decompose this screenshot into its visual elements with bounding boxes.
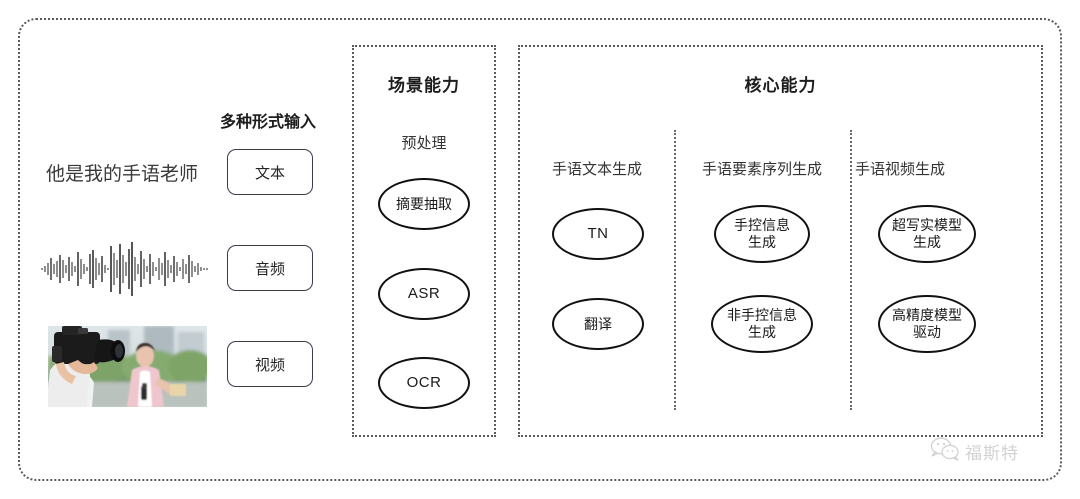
node-non-manual-feature-generation[interactable]: 非手控信息 生成 xyxy=(711,295,813,353)
node-tn[interactable]: TN xyxy=(552,208,644,260)
node-high-precision-model-driving[interactable]: 高精度模型 驱动 xyxy=(878,295,976,353)
watermark: 福斯特 xyxy=(930,437,1019,466)
column-header-preprocess: 预处理 xyxy=(401,135,447,152)
modality-box-text[interactable]: 文本 xyxy=(227,149,313,195)
panel-core: 核心能力 xyxy=(518,45,1043,437)
core-divider-1 xyxy=(674,130,676,410)
modality-box-video[interactable]: 视频 xyxy=(227,341,313,387)
outer-frame xyxy=(18,18,1062,481)
node-manual-feature-generation[interactable]: 手控信息 生成 xyxy=(714,205,810,263)
node-summary-extraction[interactable]: 摘要抽取 xyxy=(378,178,470,230)
video-thumbnail xyxy=(48,326,207,407)
sample-text: 他是我的手语老师 xyxy=(46,164,199,185)
audio-waveform xyxy=(40,238,212,300)
column-header-sign-text-generation: 手语文本生成 xyxy=(551,161,642,178)
watermark-text: 福斯特 xyxy=(965,444,1019,463)
waveform-svg xyxy=(41,242,208,296)
node-hyperrealistic-model-generation[interactable]: 超写实模型 生成 xyxy=(878,205,976,263)
modality-box-audio[interactable]: 音频 xyxy=(227,245,313,291)
wechat-icon xyxy=(930,437,960,466)
panel-core-title: 核心能力 xyxy=(744,76,817,95)
column-header-sign-video-generation: 手语视频生成 xyxy=(855,161,946,178)
panel-scenario-title: 场景能力 xyxy=(388,76,460,95)
core-divider-2 xyxy=(850,130,852,410)
video-thumbnail-svg xyxy=(48,326,207,407)
input-section-label: 多种形式输入 xyxy=(220,114,317,131)
node-translation[interactable]: 翻译 xyxy=(552,298,644,350)
node-asr[interactable]: ASR xyxy=(378,268,470,320)
column-header-sign-element-sequence-generation: 手语要素序列生成 xyxy=(701,161,822,178)
node-ocr[interactable]: OCR xyxy=(378,357,470,409)
panel-scenario: 场景能力 xyxy=(352,45,496,437)
